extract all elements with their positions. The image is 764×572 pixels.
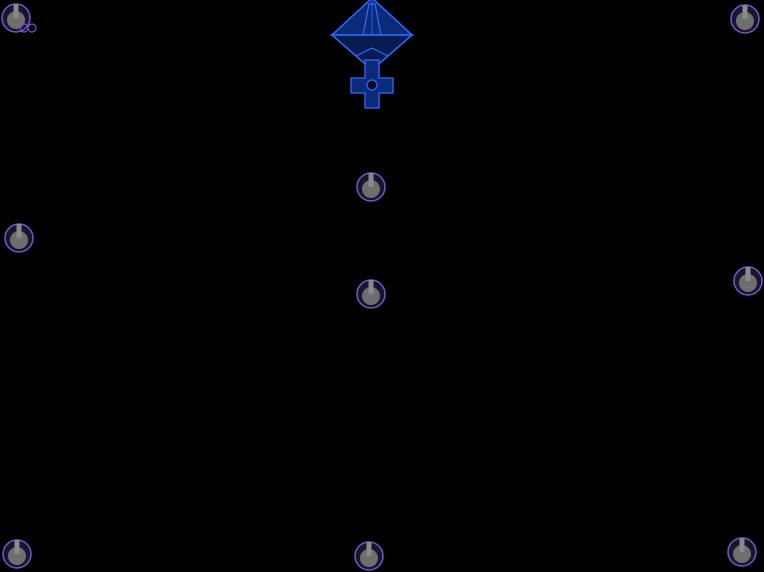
turret-bottom-left xyxy=(1,538,33,570)
turret-center-lower xyxy=(355,278,387,310)
turret-left-middle xyxy=(3,222,35,254)
turret-top-right xyxy=(729,3,761,35)
turret-top-left xyxy=(0,2,37,34)
turret-right-middle xyxy=(732,265,764,297)
player-ship xyxy=(330,0,414,110)
turret-bottom-center xyxy=(353,540,385,572)
turret-center-upper xyxy=(355,171,387,203)
turret-bottom-right xyxy=(726,536,758,568)
